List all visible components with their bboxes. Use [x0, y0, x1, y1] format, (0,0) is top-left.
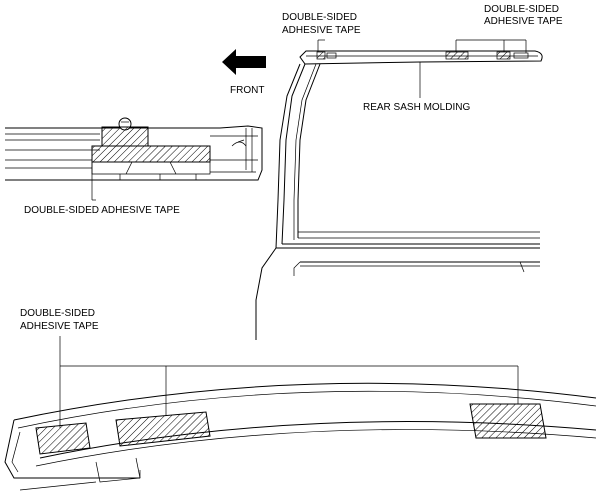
detail-tape-upper: [101, 126, 149, 147]
tape-label-bottom-2: ADHESIVE TAPE: [20, 321, 99, 332]
molding-strip-view: [4, 336, 597, 491]
strip-tape-center: [115, 411, 211, 447]
molding-tape-rear: [496, 51, 511, 60]
strip-tape-rear: [469, 403, 547, 439]
molding-tape-front: [316, 51, 326, 60]
tape-label-top-right-1: DOUBLE-SIDED: [484, 4, 559, 15]
vehicle-door-view: [255, 39, 543, 340]
tape-label-top-left-1: DOUBLE-SIDED: [282, 12, 357, 23]
detail-tape-lower: [91, 145, 211, 163]
tape-label-detail: DOUBLE-SIDED ADHESIVE TAPE: [24, 205, 180, 216]
strip-tape-front: [35, 422, 91, 455]
front-label: FRONT: [230, 85, 264, 96]
tape-label-top-right-2: ADHESIVE TAPE: [484, 16, 563, 27]
tape-label-bottom-1: DOUBLE-SIDED: [20, 308, 95, 319]
molding-cross-section: [5, 117, 263, 201]
rear-sash-molding-label: REAR SASH MOLDING: [363, 102, 470, 113]
arrow-left-icon: [222, 49, 266, 75]
molding-tape-center: [445, 51, 469, 60]
front-indicator: FRONT: [222, 49, 266, 96]
tape-label-top-left-2: ADHESIVE TAPE: [282, 25, 361, 36]
